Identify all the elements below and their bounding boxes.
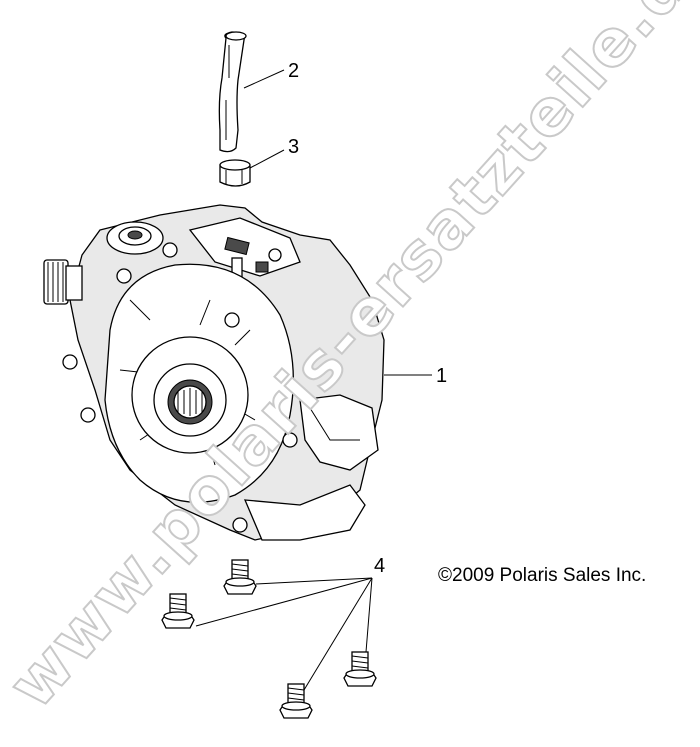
leader-lines-bolts: [195, 577, 373, 691]
leader-line-hose: [243, 69, 285, 89]
clamp-part[interactable]: [219, 159, 251, 187]
bolt-2: [161, 593, 195, 629]
gearcase-housing[interactable]: [43, 204, 385, 541]
bolt-3: [343, 651, 377, 687]
callout-2: 2: [288, 60, 299, 82]
callout-4: 4: [374, 555, 385, 577]
copyright-symbol: ©: [438, 565, 452, 586]
input-shaft: [43, 259, 83, 305]
copyright-text: 2009 Polaris Sales Inc.: [452, 565, 647, 586]
callout-1: 1: [436, 365, 447, 387]
bolt-4: [279, 683, 313, 719]
callout-3: 3: [288, 136, 299, 158]
filler-neck: [106, 221, 164, 255]
leader-line-clamp: [249, 149, 285, 169]
bolt-part[interactable]: [161, 559, 377, 719]
hose-part[interactable]: [218, 31, 247, 153]
copyright-notice: ©2009 Polaris Sales Inc.: [438, 565, 646, 587]
bolt-1: [223, 559, 257, 595]
